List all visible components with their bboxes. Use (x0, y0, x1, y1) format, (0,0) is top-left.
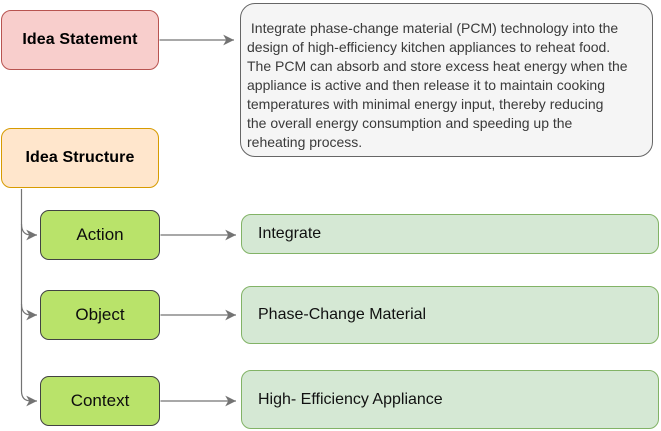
connector-branch-action (20, 223, 37, 241)
statement-text-line: the overall energy consumption and speed… (247, 115, 573, 131)
statement-text-box[interactable]: Integrate phase-change material (PCM) te… (240, 3, 653, 157)
action-node[interactable]: Action (40, 210, 160, 260)
statement-text-line: reheating process. (247, 134, 363, 150)
action-value-label: Integrate (258, 225, 322, 242)
statement-text-line: design of high-efficiency kitchen applia… (247, 39, 611, 55)
object-label: Object (75, 305, 125, 324)
object-value-node[interactable]: Phase-Change Material (241, 286, 659, 344)
action-value-node[interactable]: Integrate (241, 214, 659, 254)
connector-structure-trunk (20, 189, 37, 407)
statement-text-line: Integrate phase-change material (PCM) te… (247, 20, 619, 36)
idea-statement-node[interactable]: Idea Statement (1, 10, 159, 70)
action-label: Action (76, 225, 124, 244)
statement-text-line: temperatures with minimal energy input, … (247, 96, 604, 112)
idea-statement-label: Idea Statement (22, 31, 138, 48)
context-node[interactable]: Context (40, 376, 160, 426)
context-value-label: High- Efficiency Appliance (258, 390, 443, 408)
statement-text-line: The PCM can absorb and store excess heat… (247, 58, 628, 74)
idea-structure-label: Idea Structure (25, 149, 135, 166)
object-node[interactable]: Object (40, 290, 160, 340)
statement-text-line: appliance is active and then release it … (247, 77, 605, 93)
idea-structure-node[interactable]: Idea Structure (1, 128, 159, 188)
object-value-label: Phase-Change Material (258, 306, 427, 323)
context-value-node[interactable]: High- Efficiency Appliance (241, 370, 659, 429)
context-label: Context (70, 391, 130, 410)
connector-branch-object (20, 303, 37, 321)
